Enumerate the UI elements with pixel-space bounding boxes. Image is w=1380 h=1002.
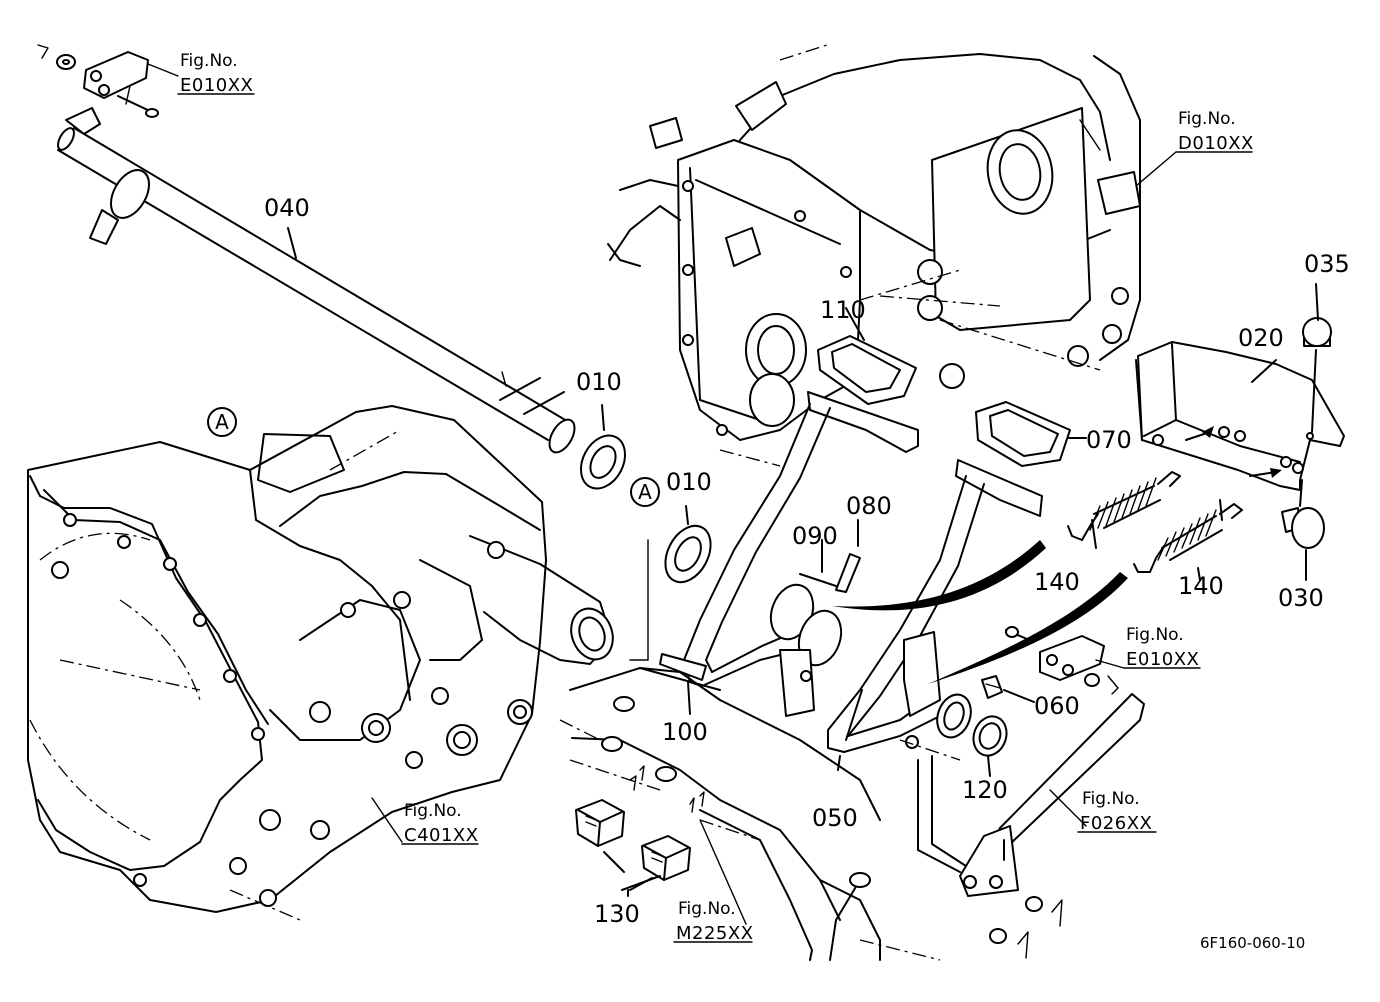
- spring-location-arrows: [832, 540, 1128, 684]
- gear-housing: [607, 43, 1141, 467]
- leader-lines: [147, 63, 1177, 925]
- fig-label: Fig.No.: [1126, 625, 1184, 645]
- clip-130-right: [629, 835, 691, 891]
- pin-090-080: [799, 519, 861, 593]
- snap-ring-120: [972, 715, 1008, 777]
- part-label-060: 060: [1034, 692, 1080, 720]
- right-clevis: [1005, 626, 1119, 695]
- fig-ref-c401: Fig.No. C401XX: [404, 801, 479, 846]
- part-label-120: 120: [962, 776, 1008, 804]
- pedal-pad-110: [817, 307, 917, 405]
- fig-ref-d010: Fig.No. D010XX: [1178, 109, 1254, 154]
- fig-ref-e010-top: Fig.No. E010XX: [180, 51, 253, 96]
- part-label-035: 035: [1304, 250, 1350, 278]
- fig-label: Fig.No.: [404, 801, 462, 821]
- marker-a-label: A: [638, 480, 652, 504]
- part-label-130: 130: [594, 900, 640, 928]
- fig-label: Fig.No.: [678, 899, 736, 919]
- part-label-140-left: 140: [1034, 568, 1080, 596]
- grease-nipple-060: [981, 675, 1035, 703]
- transmission-case: [27, 405, 614, 921]
- part-label-010-upper: 010: [576, 368, 622, 396]
- pedal-arm-100: [659, 391, 919, 717]
- leader-130-join: [621, 875, 661, 891]
- fig-code: E010XX: [1126, 649, 1199, 670]
- marker-a-label: A: [215, 410, 229, 434]
- top-left-clevis: [37, 44, 159, 118]
- part-label-050: 050: [812, 804, 858, 832]
- fig-code: F026XX: [1080, 813, 1152, 834]
- fig-code: M225XX: [676, 923, 754, 944]
- part-label-080: 080: [846, 492, 892, 520]
- marker-a-seal: A: [630, 477, 660, 507]
- part-label-140-right: 140: [1178, 572, 1224, 600]
- spring-140-upper: [1067, 471, 1181, 549]
- cap-035: [1302, 283, 1332, 433]
- part-label-040: 040: [264, 194, 310, 222]
- drawing-code: 6F160-060-10: [1200, 934, 1305, 952]
- fig-code: C401XX: [404, 825, 479, 846]
- part-label-020: 020: [1238, 324, 1284, 352]
- fig-code: E010XX: [180, 75, 253, 96]
- fig-label: Fig.No.: [1178, 109, 1236, 129]
- pedal-arm-050: [827, 459, 1043, 771]
- shaft-040: [57, 107, 576, 454]
- fig-label: Fig.No.: [180, 51, 238, 71]
- linkage-rod: [917, 693, 1145, 959]
- seal-010-lower: [664, 505, 712, 584]
- part-label-090: 090: [792, 522, 838, 550]
- seal-010-upper: [579, 404, 627, 490]
- fig-code: D010XX: [1178, 133, 1254, 154]
- part-labels: 040 010 010 110 070 020 035 030 080 090 …: [264, 194, 1350, 928]
- ref-underlines: [177, 93, 1253, 943]
- part-label-070: 070: [1086, 426, 1132, 454]
- bolt-030: [1281, 479, 1325, 581]
- fig-ref-m225: Fig.No. M225XX: [676, 899, 754, 944]
- fig-label: Fig.No.: [1082, 789, 1140, 809]
- part-label-100: 100: [662, 718, 708, 746]
- part-label-010-lower: 010: [666, 468, 712, 496]
- part-label-110: 110: [820, 296, 866, 324]
- fig-ref-f026: Fig.No. F026XX: [1080, 789, 1152, 834]
- fig-ref-e010-right: Fig.No. E010XX: [1126, 625, 1199, 670]
- spring-140-lower: [1133, 499, 1243, 581]
- part-label-030: 030: [1278, 584, 1324, 612]
- marker-a-case: A: [207, 407, 237, 437]
- frame-bottom: [559, 667, 961, 961]
- clip-130-left: [575, 799, 625, 873]
- bracket-020: [1135, 341, 1345, 491]
- pedal-pad-070: [975, 401, 1087, 467]
